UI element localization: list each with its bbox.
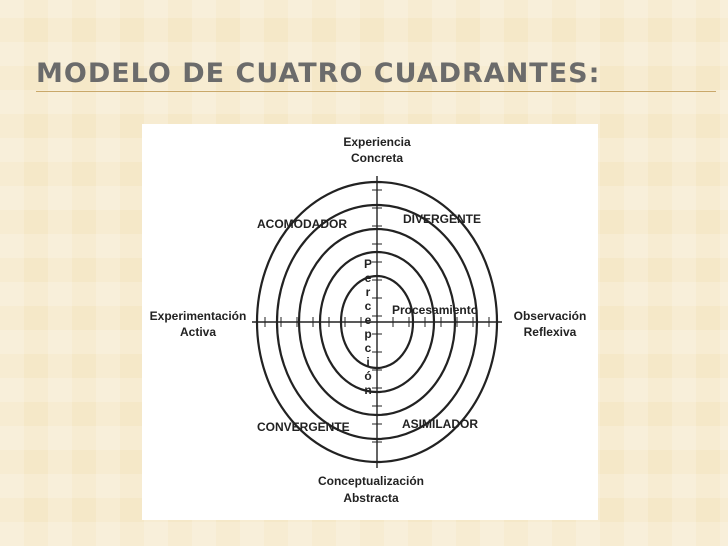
diagram-canvas: Experiencia Concreta Conceptualización A… <box>150 135 587 505</box>
right-label-line2: Reflexiva <box>524 325 577 339</box>
vertical-letter: p <box>364 327 371 341</box>
slide-title: MODELO DE CUATRO CUADRANTES: <box>36 58 601 89</box>
left-label-line2: Activa <box>180 325 216 339</box>
vertical-letter: c <box>365 341 372 355</box>
axis-ticks <box>264 189 490 443</box>
right-label-line1: Observación <box>514 309 587 323</box>
quadrant-bottom-right-label: ASIMILADOR <box>402 417 478 431</box>
vertical-letter: e <box>365 271 372 285</box>
quadrant-top-right-label: DIVERGENTE <box>403 212 481 226</box>
vertical-letter: n <box>364 383 371 397</box>
vertical-letter: i <box>366 355 369 369</box>
bottom-label-line1: Conceptualización <box>318 474 424 488</box>
left-label-line1: Experimentación <box>150 309 247 323</box>
vertical-letter: P <box>364 257 372 271</box>
horizontal-axis-label: Procesamiento <box>392 303 478 317</box>
four-quadrant-diagram: Experiencia Concreta Conceptualización A… <box>142 124 598 520</box>
vertical-letter: e <box>365 313 372 327</box>
vertical-axis-label: P e r c e p c i ó n <box>364 257 372 397</box>
vertical-letter: ó <box>364 369 371 383</box>
top-label-line1: Experiencia <box>343 135 411 149</box>
quadrant-bottom-left-label: CONVERGENTE <box>257 420 350 434</box>
axes <box>252 176 502 468</box>
title-divider <box>36 91 716 92</box>
top-label-line2: Concreta <box>351 151 403 165</box>
vertical-letter: r <box>366 285 371 299</box>
bottom-label-line2: Abstracta <box>343 491 399 505</box>
quadrant-top-left-label: ACOMODADOR <box>257 217 347 231</box>
vertical-letter: c <box>365 299 372 313</box>
